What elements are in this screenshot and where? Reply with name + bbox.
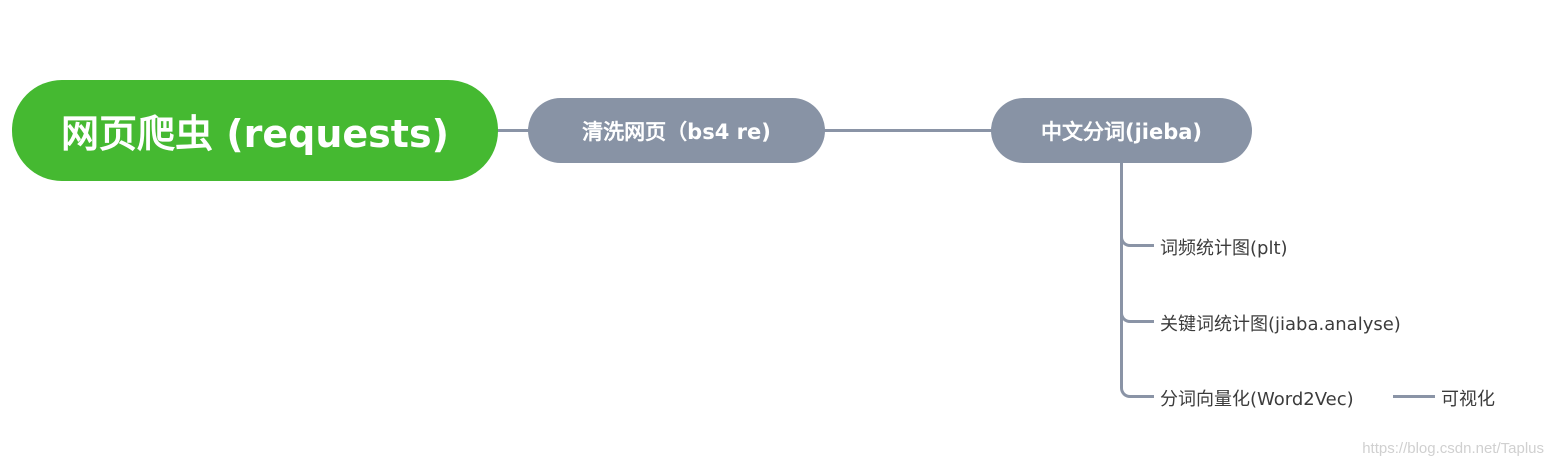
node-clean-webpage[interactable]: 清洗网页（bs4 re) <box>528 98 825 163</box>
connector-branch-3 <box>1120 384 1154 398</box>
connector-clean-to-segment <box>824 129 992 132</box>
node-chinese-segmentation-label: 中文分词(jieba) <box>1040 119 1203 144</box>
subnode-keyword-chart[interactable]: 关键词统计图(jiaba.analyse) <box>1160 314 1401 335</box>
watermark: https://blog.csdn.net/Taplus <box>1362 440 1544 457</box>
subnode-visualize[interactable]: 可视化 <box>1441 389 1495 410</box>
connector-branch-2 <box>1120 309 1154 323</box>
connector-root-to-clean <box>497 129 529 132</box>
connector-branch-1 <box>1120 233 1154 247</box>
root-node-label: 网页爬虫 (requests) <box>61 112 449 156</box>
subnode-word-frequency-chart[interactable]: 词频统计图(plt) <box>1160 238 1288 259</box>
subnode-word2vec[interactable]: 分词向量化(Word2Vec) <box>1160 389 1354 410</box>
node-chinese-segmentation[interactable]: 中文分词(jieba) <box>991 98 1252 163</box>
root-node-web-crawler[interactable]: 网页爬虫 (requests) <box>12 80 498 181</box>
connector-segment-trunk <box>1120 162 1123 384</box>
connector-word2vec-to-visualize <box>1393 395 1435 398</box>
node-clean-webpage-label: 清洗网页（bs4 re) <box>582 119 771 144</box>
